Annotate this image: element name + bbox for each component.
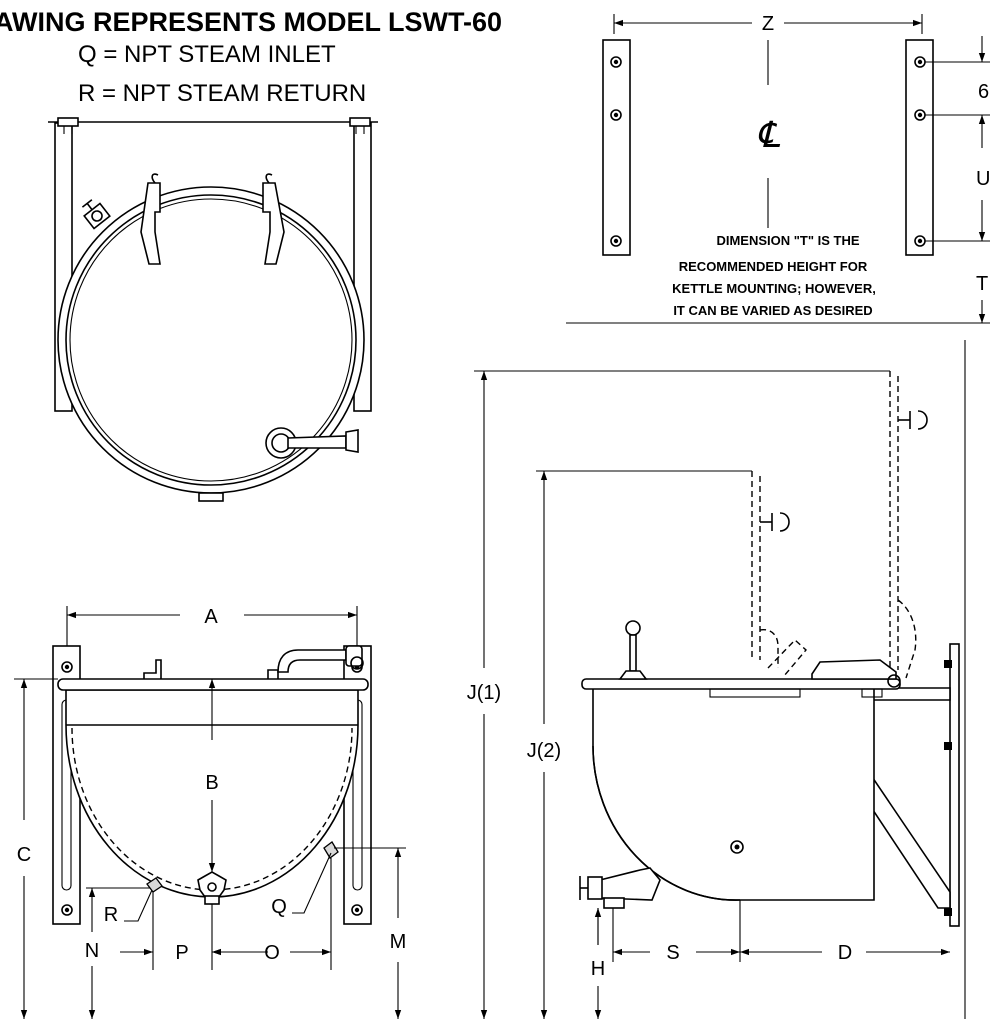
legend-steam-return: R = NPT STEAM RETURN: [78, 80, 366, 107]
dim-q: Q: [271, 896, 287, 918]
dim-n: N: [85, 940, 99, 962]
note-line-3: KETTLE MOUNTING; HOWEVER,: [672, 281, 876, 296]
mounting-plan: Z ℄ 6 U T DIMENSION "T" IS THE RECOMMEND…: [566, 13, 990, 1019]
drawing-title: AWING REPRESENTS MODEL LSWT-60: [0, 7, 502, 37]
dim-u: U: [976, 168, 990, 190]
dim-j1: J(1): [467, 682, 501, 704]
note-line-4: IT CAN BE VARIED AS DESIRED: [673, 303, 872, 318]
centerline-symbol: ℄: [756, 115, 780, 156]
legend-steam-inlet: Q = NPT STEAM INLET: [78, 41, 336, 68]
dim-h: H: [591, 958, 605, 980]
dim-t: T: [976, 273, 988, 295]
dim-z: Z: [762, 13, 774, 35]
note-line-2: RECOMMENDED HEIGHT FOR: [679, 259, 868, 274]
top-view: [48, 117, 378, 502]
dim-r: R: [104, 904, 118, 926]
dim-a: A: [204, 606, 218, 628]
dim-d: D: [838, 942, 852, 964]
dim-b: B: [205, 772, 218, 794]
dim-o: O: [264, 942, 280, 964]
dim-s: S: [666, 942, 679, 964]
side-view: J(1) J(2): [467, 370, 960, 1019]
front-view: A B C: [14, 606, 406, 1019]
dim-six: 6: [978, 81, 989, 103]
dim-c: C: [17, 844, 31, 866]
dim-p: P: [175, 942, 188, 964]
dim-j2: J(2): [527, 740, 561, 762]
note-line-1: DIMENSION "T" IS THE: [716, 233, 859, 248]
dim-m: M: [390, 931, 407, 953]
